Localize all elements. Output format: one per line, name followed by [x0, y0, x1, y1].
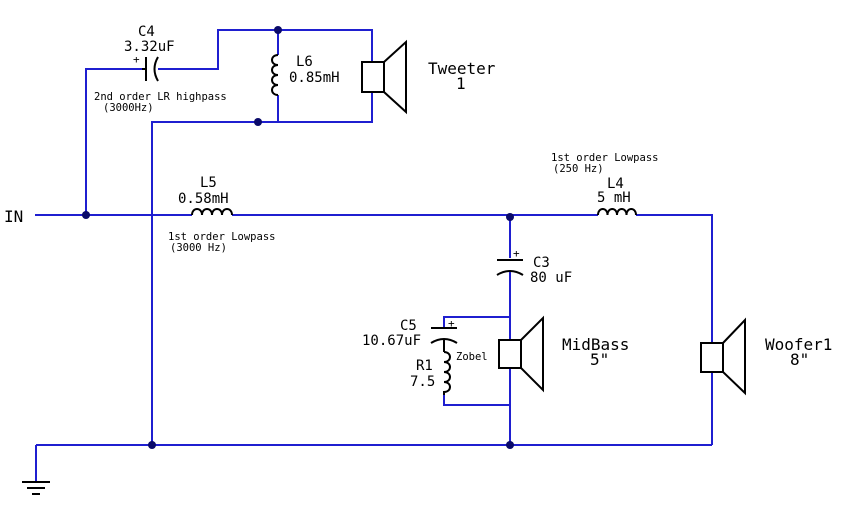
wire-zobel-top — [443, 316, 510, 328]
c4-polarity: + — [133, 53, 140, 66]
c4-value: 3.32uF — [124, 39, 175, 55]
inductor-l6 — [271, 54, 279, 96]
c3-name: C3 — [533, 255, 550, 271]
midbass-name: MidBass — [562, 335, 629, 354]
input-label: IN — [4, 207, 23, 226]
c5-polarity: + — [448, 317, 455, 330]
speaker-icon — [498, 315, 544, 393]
lowpass-l5-note: 1st order Lowpass — [168, 231, 275, 243]
speaker-icon — [361, 39, 407, 115]
l5-value: 0.58mH — [178, 191, 229, 207]
r1-name: R1 — [416, 358, 433, 374]
lowpass-l4-note: 1st order Lowpass — [551, 152, 658, 164]
ground-icon — [22, 481, 50, 495]
highpass-note: 2nd order LR highpass — [94, 91, 227, 103]
highpass-note-freq: (3000Hz) — [103, 102, 154, 114]
l5-name: L5 — [200, 175, 217, 191]
inductor-l4 — [597, 208, 637, 216]
lowpass-l4-note-freq: (250 Hz) — [553, 163, 604, 175]
l6-value: 0.85mH — [289, 70, 340, 86]
junction-dot — [148, 441, 156, 449]
woofer-size: 8" — [790, 350, 809, 369]
junction-dot — [506, 441, 514, 449]
capacitor-c4 — [142, 56, 159, 82]
speaker-icon — [700, 317, 746, 396]
capacitor-c3 — [496, 259, 524, 276]
lowpass-l5-note-freq: (3000 Hz) — [170, 242, 227, 254]
resistor-r1 — [443, 351, 451, 395]
c3-value: 80 uF — [530, 270, 572, 286]
capacitor-c5 — [430, 327, 458, 352]
zobel-note: Zobel — [456, 351, 488, 363]
wire-l4-to-woofer — [636, 214, 713, 343]
wire-in-to-c4 — [85, 68, 142, 215]
junction-dot — [274, 26, 282, 34]
l6-name: L6 — [296, 54, 313, 70]
junctions — [82, 26, 514, 449]
inductor-l5 — [191, 208, 233, 216]
wire-tweeter-return — [151, 92, 373, 445]
wire-c4-to-tweeter — [158, 29, 373, 70]
junction-dot — [506, 213, 514, 221]
c5-name: C5 — [400, 318, 417, 334]
wire-zobel-bottom — [443, 395, 510, 406]
c5-value: 10.67uF — [362, 333, 421, 349]
tweeter-size: 1 — [456, 74, 466, 93]
woofer-name: Woofer1 — [765, 335, 832, 354]
junction-dot — [82, 211, 90, 219]
tweeter-name: Tweeter — [428, 59, 496, 78]
l4-name: L4 — [607, 176, 624, 192]
r1-value: 7.5 — [410, 374, 435, 390]
l4-value: 5 mH — [597, 190, 631, 206]
c4-name: C4 — [138, 24, 155, 40]
junction-dot — [254, 118, 262, 126]
wires — [35, 29, 713, 482]
midbass-size: 5" — [590, 350, 609, 369]
c3-polarity: + — [513, 247, 520, 260]
